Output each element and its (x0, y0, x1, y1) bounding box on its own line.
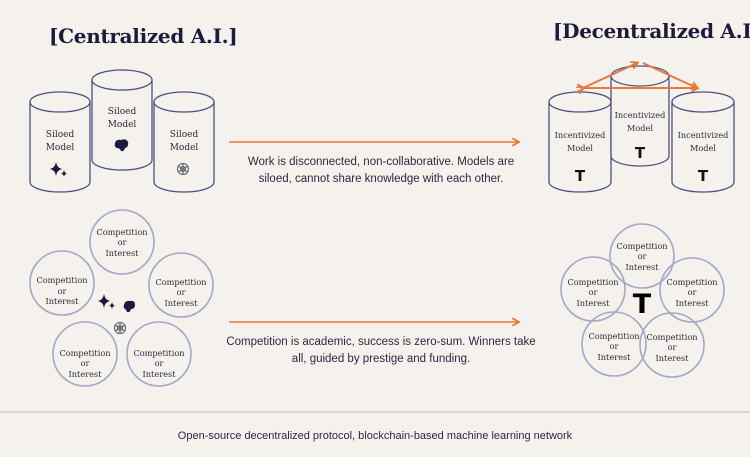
right-circle-3 (659, 257, 725, 323)
tao-center-icon: T (633, 289, 652, 320)
left-silo-2-label-1: Siloed (108, 107, 137, 117)
svg-text:Competition: Competition (567, 277, 619, 287)
svg-text:or: or (589, 287, 598, 297)
anthropic-blob-icon (114, 139, 129, 152)
svg-text:Competition: Competition (616, 241, 668, 251)
diagram-canvas: Siloed Model Siloed Model Siloed Model I… (29, 0, 735, 387)
right-circle-4 (581, 311, 647, 377)
anthropic-blob-icon (123, 300, 135, 313)
row2-caption: Competition is academic, success is zero… (226, 336, 536, 365)
tao-icon: T (575, 167, 586, 185)
svg-text:Competition: Competition (59, 348, 111, 358)
svg-text:Competition: Competition (646, 332, 698, 342)
svg-text:Competition: Competition (666, 277, 718, 287)
right-silo-1-label-1: Incentivized (555, 130, 606, 140)
svg-text:or: or (610, 341, 619, 351)
decentralized-title: [Decentralized A.I.] (553, 19, 750, 43)
left-circle-4 (52, 321, 118, 387)
left-circle-5-text: Competition or Interest (133, 348, 185, 379)
network-arrows (583, 63, 697, 88)
left-silo-3-label-1: Siloed (170, 130, 199, 140)
left-circle-3-text: Competition or Interest (155, 277, 207, 308)
centralized-title: [Centralized A.I.] (49, 24, 238, 48)
svg-text:Interest: Interest (143, 369, 177, 379)
svg-text:or: or (155, 358, 164, 368)
svg-text:Competition: Competition (588, 331, 640, 341)
left-circle-2-text: Competition or Interest (36, 275, 88, 306)
svg-text:Competition: Competition (155, 277, 207, 287)
right-circle-1-text: Competition or Interest (616, 241, 668, 272)
left-silo-1 (29, 91, 91, 193)
svg-text:Interest: Interest (106, 248, 140, 258)
svg-text:or: or (638, 251, 647, 261)
svg-text:Competition: Competition (36, 275, 88, 285)
right-silo-3 (671, 91, 735, 193)
right-circle-3-text: Competition or Interest (666, 277, 718, 308)
footer-text: Open-source decentralized protocol, bloc… (177, 430, 573, 442)
svg-text:Interest: Interest (676, 298, 710, 308)
left-circle-4-text: Competition or Interest (59, 348, 111, 379)
row1-caption: Work is disconnected, non-collaborative.… (247, 156, 515, 185)
svg-text:Interest: Interest (577, 298, 611, 308)
right-circle-5 (639, 312, 705, 378)
left-circle-3 (148, 252, 214, 318)
gemini-sparkle-icon (50, 162, 67, 177)
tao-icon: T (698, 167, 709, 185)
svg-text:Interest: Interest (626, 262, 660, 272)
svg-text:Competition: Competition (133, 348, 185, 358)
tao-icon: T (635, 144, 646, 162)
left-silo-3-label-2: Model (170, 143, 199, 153)
right-silo-2-label-1: Incentivized (615, 110, 666, 120)
left-circle-1-text: Competition or Interest (96, 227, 148, 258)
openai-knot-icon (176, 162, 190, 176)
svg-text:or: or (668, 342, 677, 352)
right-circle-2-text: Competition or Interest (567, 277, 619, 308)
svg-text:or: or (81, 358, 90, 368)
svg-text:Interest: Interest (598, 352, 632, 362)
left-silo-1-label-2: Model (46, 143, 75, 153)
left-circle-5 (126, 321, 192, 387)
left-silo-1-label-1: Siloed (46, 130, 75, 140)
right-silo-3-label-2: Model (690, 143, 716, 153)
svg-text:or: or (58, 286, 67, 296)
left-circle-2 (29, 250, 95, 316)
left-circle-1 (89, 209, 155, 275)
right-circle-1 (609, 223, 675, 289)
right-circle-4-text: Competition or Interest (588, 331, 640, 362)
svg-text:or: or (688, 287, 697, 297)
openai-knot-icon (113, 321, 127, 335)
left-silo-2 (91, 69, 153, 171)
svg-text:Competition: Competition (96, 227, 148, 237)
left-silo-2-label-2: Model (108, 120, 137, 130)
gemini-sparkle-icon (98, 294, 115, 309)
svg-text:or: or (118, 237, 127, 247)
svg-text:Interest: Interest (656, 353, 690, 363)
right-circle-2 (560, 256, 626, 322)
right-silo-1-label-2: Model (567, 143, 593, 153)
right-silo-3-label-1: Incentivized (678, 130, 729, 140)
svg-text:Interest: Interest (69, 369, 103, 379)
right-silo-2-label-2: Model (627, 123, 653, 133)
svg-text:Interest: Interest (46, 296, 80, 306)
svg-text:or: or (177, 287, 186, 297)
left-silo-3 (153, 91, 215, 193)
svg-text:Interest: Interest (165, 298, 199, 308)
right-circle-5-text: Competition or Interest (646, 332, 698, 363)
footer-divider (0, 411, 750, 413)
